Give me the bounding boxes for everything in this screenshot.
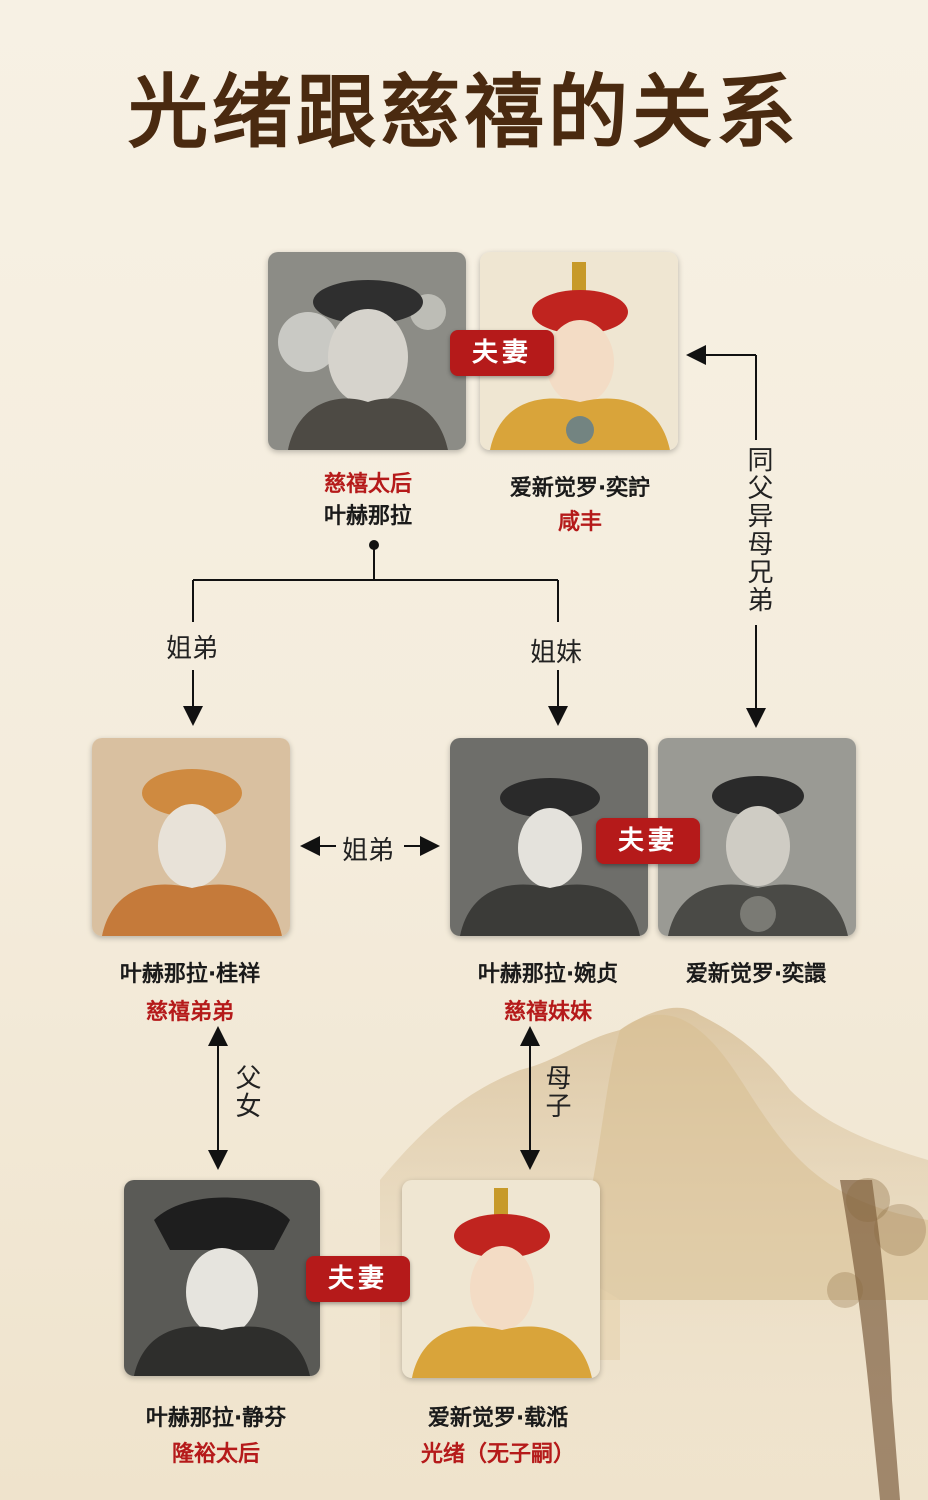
relation-xianfeng-yixuan: 同父异母兄弟 (743, 446, 773, 614)
relation-cixi-guixiang: 姐弟 (166, 634, 219, 664)
relation-guixiang-jingfen: 父女 (231, 1064, 261, 1120)
guangxu-portrait (402, 1180, 600, 1378)
guixiang-name: 叶赫那拉·桂祥 (119, 962, 261, 987)
spouse-badge-wanzhen-yixuan: 夫妻 (596, 818, 700, 864)
jingfen-label: 隆裕太后 (171, 1442, 260, 1467)
guangxu-label: 光绪（无子嗣） (420, 1442, 575, 1467)
spouse-badge-cixi-xianfeng: 夫妻 (450, 330, 554, 376)
guixiang-portrait (92, 738, 290, 936)
cixi-portrait (268, 252, 466, 450)
wanzhen-name: 叶赫那拉·婉贞 (477, 962, 619, 987)
yixuan-portrait (658, 738, 856, 936)
guangxu-name: 爱新觉罗·载湉 (427, 1406, 569, 1431)
relation-cixi-wanzhen: 姐妹 (530, 638, 583, 668)
relation-guixiang-wanzhen: 姐弟 (342, 836, 395, 866)
yixuan-name: 爱新觉罗·奕譞 (685, 962, 827, 987)
spouse-badge-jingfen-guangxu: 夫妻 (306, 1256, 410, 1302)
jingfen-name: 叶赫那拉·静芬 (145, 1406, 287, 1431)
relation-wanzhen-guangxu: 母子 (541, 1064, 571, 1120)
jingfen-portrait (124, 1180, 320, 1376)
xianfeng-name: 爱新觉罗·奕詝 (509, 476, 651, 501)
page-title: 光绪跟慈禧的关系 (128, 66, 800, 159)
wanzhen-label: 慈禧妹妹 (503, 1000, 592, 1025)
guixiang-label: 慈禧弟弟 (145, 1000, 234, 1025)
xianfeng-label: 咸丰 (557, 510, 602, 535)
cixi-name: 叶赫那拉 (323, 504, 412, 529)
cixi-label: 慈禧太后 (323, 472, 412, 497)
